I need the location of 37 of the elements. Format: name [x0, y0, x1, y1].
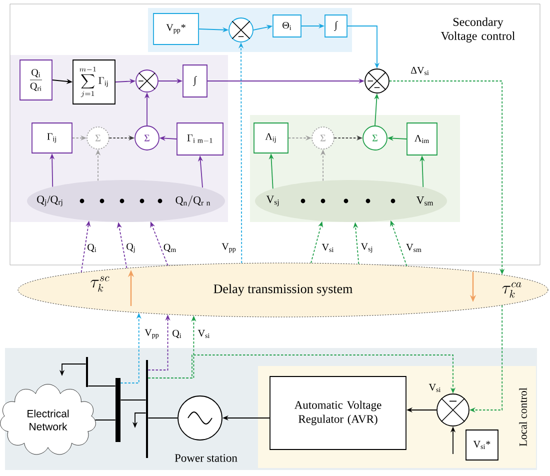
gain-box: Λ$_{im}$ [406, 122, 438, 156]
edge-label: V$_{si}$ [320, 242, 336, 254]
edge-label: V$_{pp}$ [220, 242, 238, 254]
edge-label: Q$_{j}$ [125, 242, 137, 254]
delay-label: $\tau_{k}^{sc}$ [90, 276, 110, 292]
signal-label: V$_{sj}$ [266, 196, 279, 206]
edge-label: V$_{si}$ [196, 328, 212, 340]
integrator-box: ∫ [182, 64, 208, 98]
edge-label: Q$_{i}$ [86, 242, 98, 254]
signal-label: $\mathrm{Q_{n}/Q_{r\ n}}$ [176, 196, 210, 206]
gain-box: $\Gamma_{\mathrm{i\ m-1}}$ [176, 122, 224, 156]
edge-label: V$_{sm}$ [405, 242, 423, 254]
network-cloud: Electrical Network [0, 384, 96, 455]
signal-label: Q$_{j}$/Q$_{rj}$ [37, 196, 62, 206]
gain-box: Γ$_{ij}$ [32, 122, 72, 154]
summing-junction [136, 70, 158, 92]
edge-label: V$_{pp}$ [144, 328, 160, 340]
delay-label: $\tau_{k}^{ca}$ [502, 282, 522, 298]
regulator-box: Automatic Voltage Regulator (AVR) [270, 376, 406, 450]
reference-box: V$_{si}$* [466, 430, 498, 460]
edge-label: Q$_{m}$ [162, 242, 178, 254]
ratio-box: $\frac{\mathrm{Q_{i}}}{\mathrm{Q_{ri}}}$ [20, 60, 52, 100]
frame-title: Secondary Voltage control [440, 18, 515, 42]
summing-junction [228, 18, 254, 42]
summing-junction [364, 68, 390, 94]
gain-box: Θ$_{i}$ [272, 14, 302, 38]
node-label: Power station [174, 454, 238, 462]
summing-junction [436, 394, 470, 426]
bus-bar [116, 378, 120, 442]
gain-box: Λ$_{ij}$ [254, 122, 288, 154]
edge-label: ΔV$_{si}$ [410, 66, 430, 76]
signal-label: V$_{sm}$ [416, 196, 434, 206]
sum-box: $\sum_{j=1}^{m-1}\Gamma_{\mathrm{ij}}$ [72, 60, 116, 104]
reference-box: V$_{pp}$* [153, 13, 199, 45]
edge-label: V$_{sj}$ [360, 242, 374, 254]
edge-label: Q$_{i}$ [171, 328, 183, 340]
integrator-box: ∫ [324, 14, 348, 38]
